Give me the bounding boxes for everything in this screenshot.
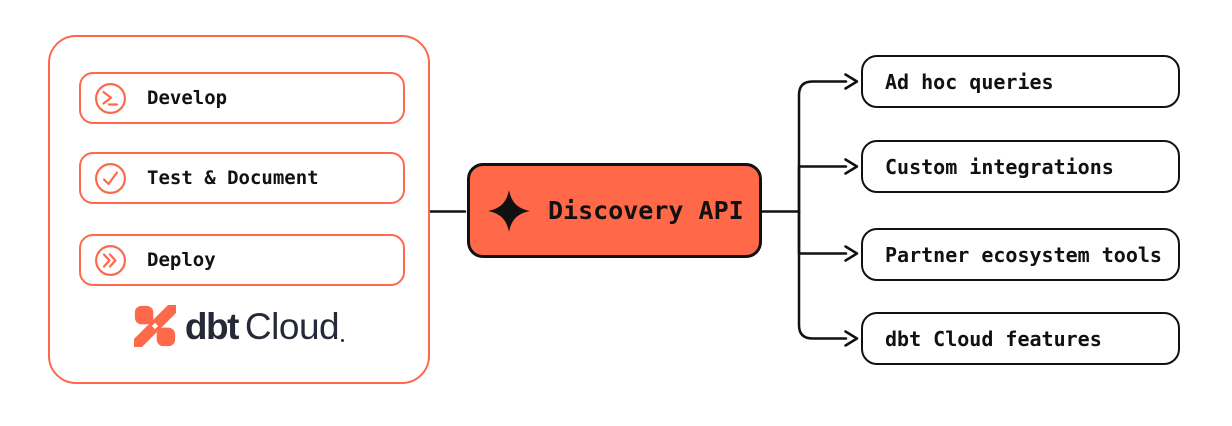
consumer-label: Custom integrations xyxy=(885,154,1114,179)
consumer-label: Ad hoc queries xyxy=(885,69,1054,94)
arrowhead-icon xyxy=(844,73,859,90)
consumer-dbt-cloud-features: dbt Cloud features xyxy=(861,312,1180,365)
connector-branch-top xyxy=(797,80,848,213)
dbt-logo-mark-icon xyxy=(133,305,176,347)
check-circle-icon xyxy=(95,162,126,194)
sparkle-icon xyxy=(488,189,530,232)
discovery-api-label: Discovery API xyxy=(548,196,744,225)
consumer-label: Partner ecosystem tools xyxy=(885,242,1162,267)
connector-branch-bottom xyxy=(797,210,848,340)
double-chevron-right-icon xyxy=(95,244,126,276)
dbt-cloud-wordmark: dbt Cloud xyxy=(184,305,345,347)
terminal-prompt-icon xyxy=(95,82,126,114)
consumer-custom-integrations: Custom integrations xyxy=(861,140,1180,193)
stage-item-develop: Develop xyxy=(79,72,405,124)
trademark-dot xyxy=(341,338,345,342)
connector-branch-row2 xyxy=(797,165,848,213)
arrowhead-icon xyxy=(844,245,859,262)
stage-label: Test & Document xyxy=(147,166,319,189)
arrowhead-icon xyxy=(844,158,859,175)
connector-branch-row3 xyxy=(797,210,848,255)
stage-label: Develop xyxy=(147,86,228,109)
wordmark-dbt: dbt xyxy=(184,305,240,347)
stage-label: Deploy xyxy=(147,248,216,271)
arrowhead-icon xyxy=(844,330,859,347)
dbt-cloud-logo: dbt Cloud xyxy=(50,305,428,347)
wordmark-cloud: Cloud xyxy=(244,305,340,347)
dbt-cloud-panel: Develop Test & Document Deploy xyxy=(48,35,430,384)
consumer-partner-ecosystem-tools: Partner ecosystem tools xyxy=(861,228,1180,281)
discovery-api-node: Discovery API xyxy=(467,163,762,258)
consumer-ad-hoc-queries: Ad hoc queries xyxy=(861,55,1180,108)
stage-item-test-document: Test & Document xyxy=(79,152,405,204)
stage-item-deploy: Deploy xyxy=(79,234,405,286)
consumer-label: dbt Cloud features xyxy=(885,326,1102,351)
